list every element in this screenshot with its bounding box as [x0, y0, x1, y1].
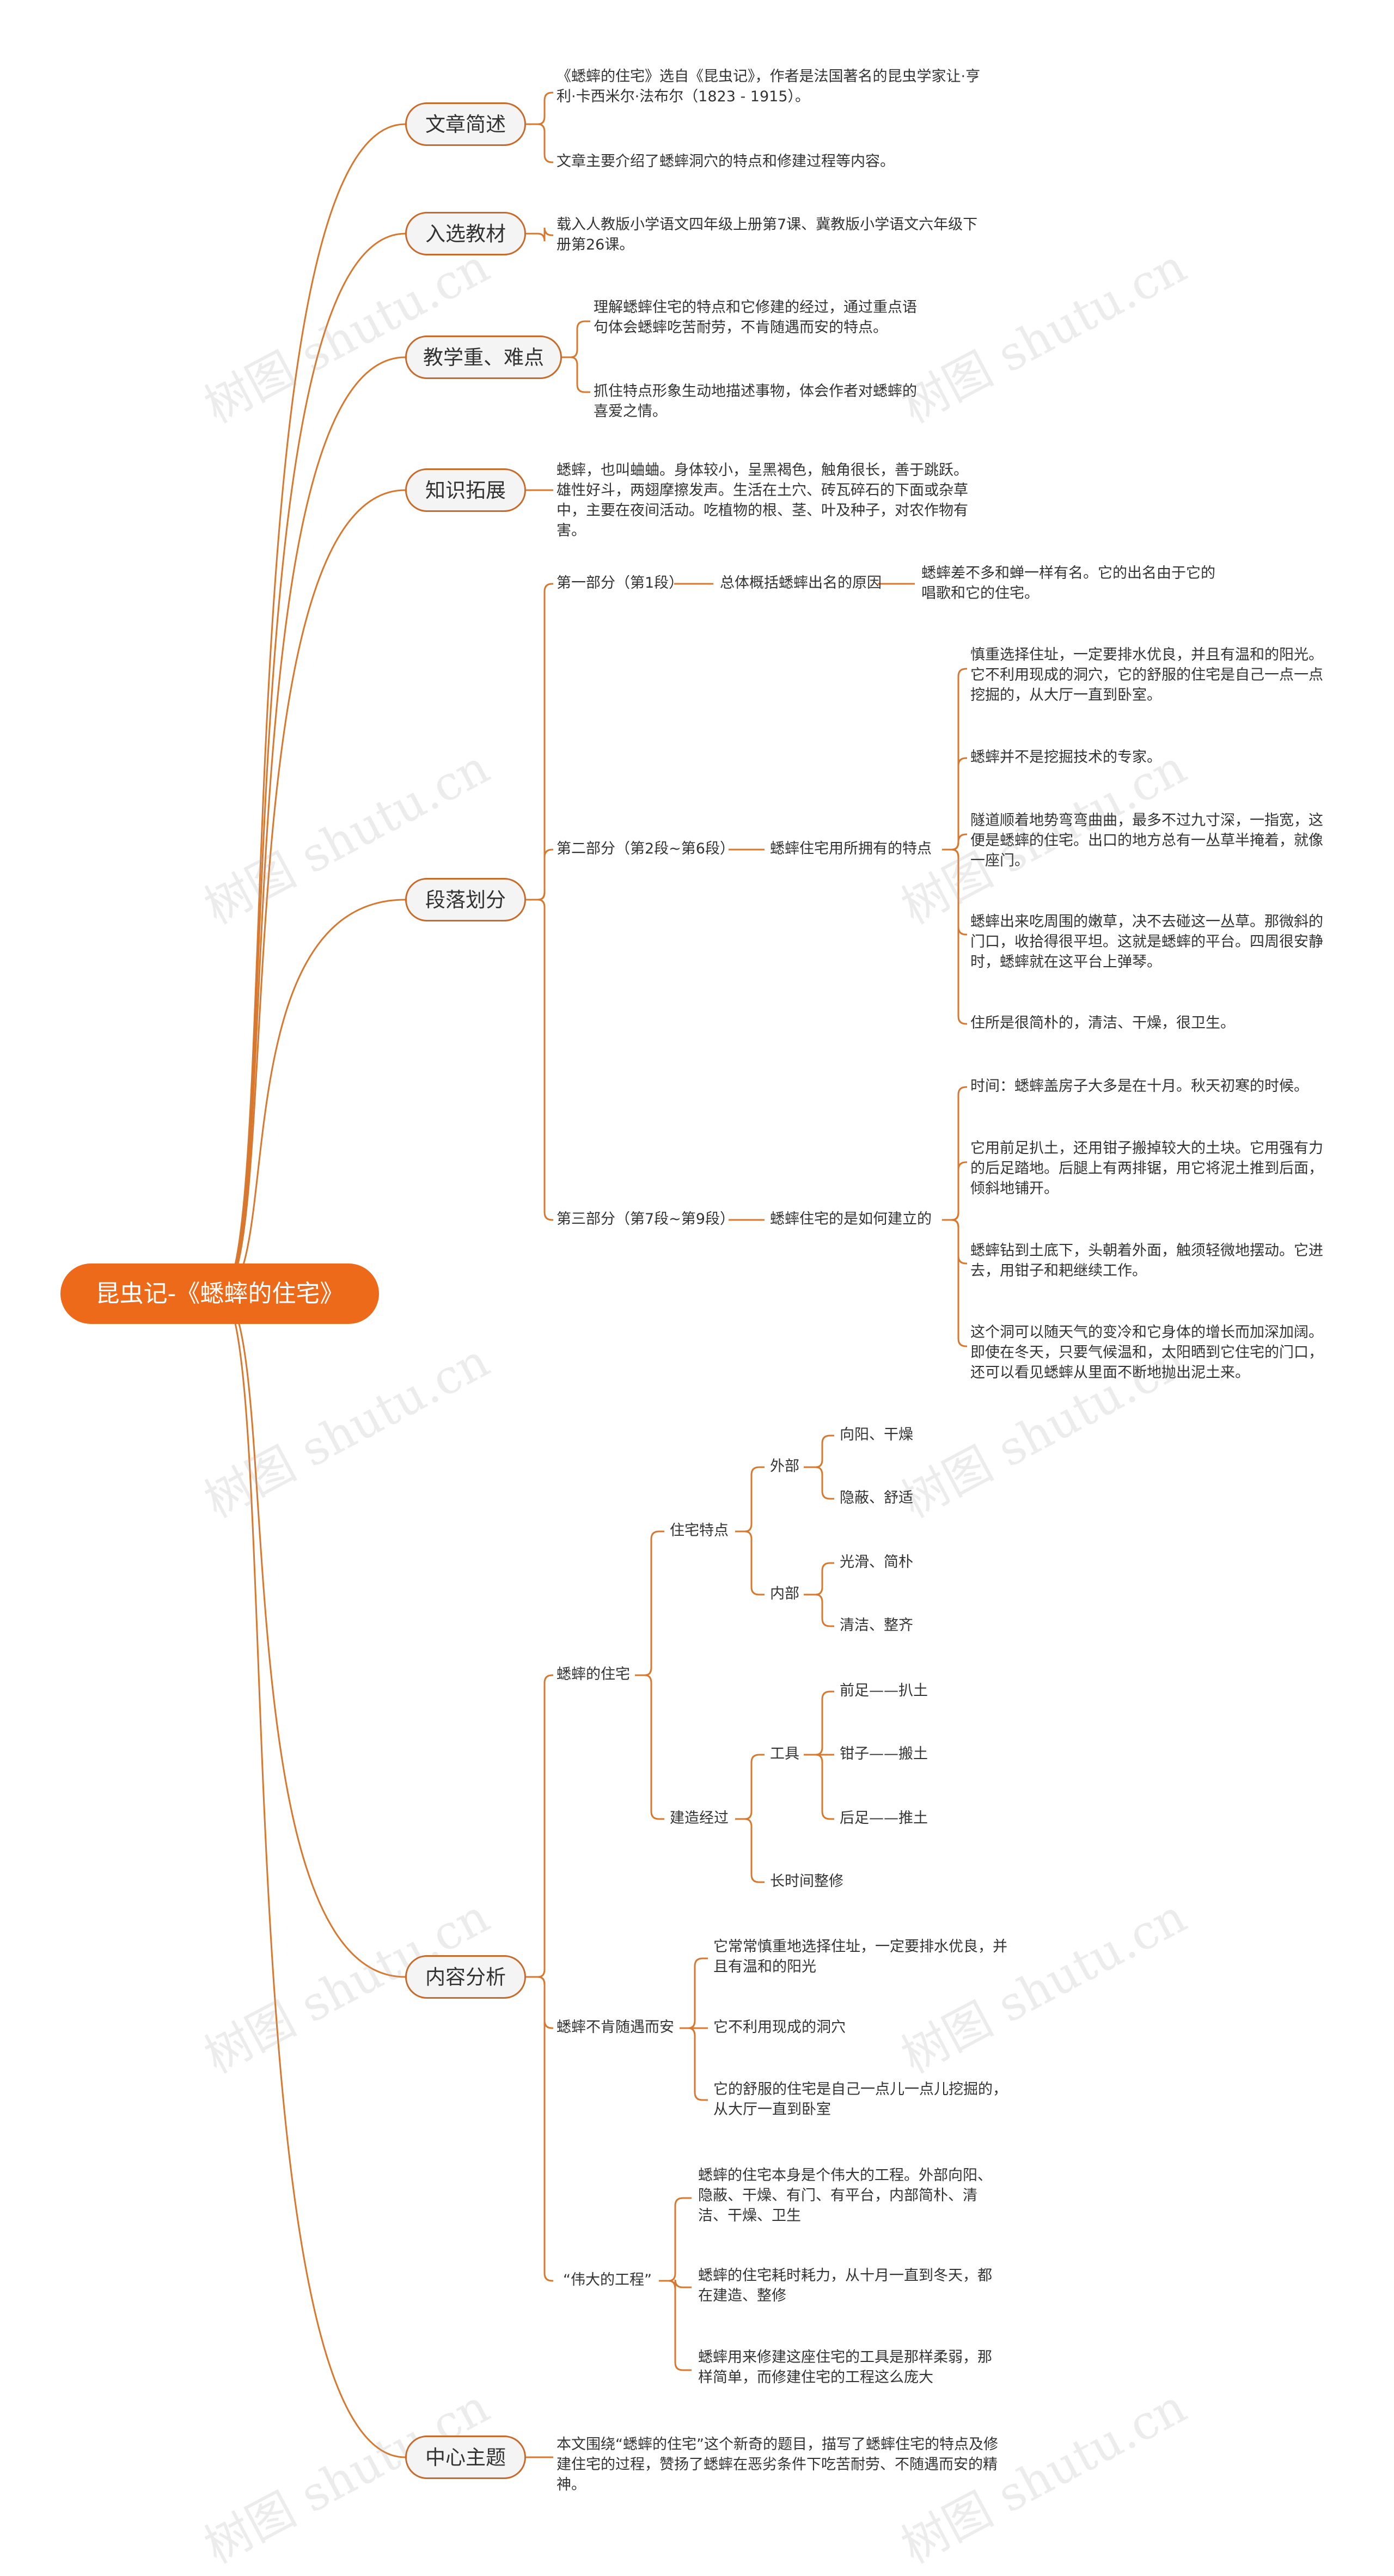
connector-line	[815, 1594, 834, 1627]
connector-line	[951, 1219, 967, 1265]
content-leaf: 前足——扒土	[840, 1682, 928, 1699]
section-part-desc: 总体概括蟋蟀出名的原因	[720, 575, 882, 591]
connector-line	[537, 1674, 553, 1978]
content-leaf: 蟋蟀的住宅耗时耗力，从十月一直到冬天，都在建造、整修	[698, 2267, 992, 2304]
section-part-desc: 蟋蟀住宅用所拥有的特点	[770, 840, 932, 857]
connector-line	[688, 1957, 708, 2029]
connector-line	[744, 1754, 765, 1820]
branch-theme[interactable]: 中心主题	[405, 2435, 526, 2479]
connector-line	[668, 2280, 692, 2371]
branch-summary[interactable]: 文章简述	[405, 102, 526, 146]
connector-line	[951, 849, 967, 1025]
content-leaf: 钳子——搬土	[840, 1745, 928, 1762]
content-notsettle-label: 蟋蟀不肯随遇而安	[557, 2019, 674, 2036]
content-leaf: 蟋蟀用来修建这座住宅的工具是那样柔弱，那样简单，而修建住宅的工程这么庞大	[698, 2349, 992, 2386]
connector-line	[570, 320, 590, 358]
branch-content[interactable]: 内容分析	[405, 1955, 526, 1999]
section-part-label: 第二部分（第2段~第6段）	[557, 840, 735, 857]
section-detail: 它用前足扒土，还用钳子搬掉较大的土块。它用强有力的后足踏地。后腿上有两排锯，用它…	[970, 1140, 1323, 1197]
content-inside-label: 内部	[770, 1585, 799, 1602]
connector-line	[815, 1690, 834, 1756]
section-detail: 隧道顺着地势弯弯曲曲，最多不过九寸深，一指宽，这便是蟋蟀的住宅。出口的地方总有一…	[970, 812, 1323, 869]
branch-focus[interactable]: 教学重、难点	[405, 335, 562, 379]
connector-line	[668, 2197, 692, 2282]
content-outside-label: 外部	[770, 1458, 799, 1475]
connector-line	[744, 1818, 765, 1883]
section-detail: 蟋蟀出来吃周围的嫩草，决不去碰这一丛草。那微斜的门口，收拾得很平坦。这就是蟋蟀的…	[970, 913, 1323, 970]
connector-line	[537, 849, 553, 901]
section-detail: 这个洞可以随天气的变冷和它身体的增长而加深加阔。即使在冬天，只要气候温和，太阳晒…	[970, 1324, 1323, 1381]
summary-item: 《蟋蟀的住宅》选自《昆虫记》，作者是法国著名的昆虫学家让·亨利·卡西米尔·法布尔…	[557, 68, 981, 105]
root-topic[interactable]: 昆虫记-《蟋蟀的住宅》	[60, 1263, 379, 1324]
connector-line	[951, 1219, 967, 1347]
branch-knowledge[interactable]: 知识拓展	[405, 468, 526, 512]
section-detail: 蟋蟀差不多和蝉一样有名。它的出名由于它的唱歌和它的住宅。	[921, 565, 1215, 602]
connector-line	[815, 1434, 834, 1468]
focus-item: 理解蟋蟀住宅的特点和它修建的经过，通过重点语句体会蟋蟀吃苦耐劳，不肯随遇而安的特…	[594, 299, 917, 336]
section-detail: 蟋蟀并不是挖掘技术的专家。	[970, 749, 1161, 766]
connector-line	[537, 91, 553, 125]
section-detail: 时间：蟋蟀盖房子大多是在十月。秋天初寒的时候。	[970, 1078, 1309, 1095]
connector-line	[644, 1530, 664, 1676]
connector-line	[537, 123, 553, 163]
knowledge-item: 蟋蟀，也叫蛐蛐。身体较小，呈黑褐色，触角很长，善于跳跃。雄性好斗，两翅摩擦发声。…	[557, 462, 968, 539]
theme-item: 本文围绕“蟋蟀的住宅”这个新奇的题目，描写了蟋蟀住宅的特点及修建住宅的过程，赞扬…	[557, 2436, 998, 2493]
content-leaf: 向阳、干燥	[840, 1426, 913, 1443]
connector-line	[537, 227, 553, 242]
connector-line	[219, 356, 406, 1295]
content-features-label: 住宅特点	[670, 1522, 729, 1539]
connector-line	[951, 1086, 967, 1221]
content-leaf: 后足——推土	[840, 1810, 928, 1827]
connector-line	[219, 489, 406, 1295]
textbook-item: 载入人教版小学语文四年级上册第7课、冀教版小学语文六年级下册第26课。	[557, 216, 978, 253]
connector-line	[537, 1976, 553, 2029]
connector-line	[537, 899, 553, 1221]
summary-item: 文章主要介绍了蟋蟀洞穴的特点和修建过程等内容。	[557, 153, 895, 170]
connector-line	[951, 668, 967, 851]
section-part-label: 第一部分（第1段）	[557, 575, 684, 591]
content-leaf: 隐蔽、舒适	[840, 1490, 913, 1506]
connector-line	[219, 1293, 406, 1978]
connector-line	[815, 1466, 834, 1500]
section-part-label: 第三部分（第7段~第9段）	[557, 1211, 735, 1228]
connector-line	[219, 899, 406, 1295]
connector-line	[219, 233, 406, 1295]
connector-line	[537, 1976, 553, 2282]
content-leaf: 清洁、整齐	[840, 1617, 913, 1634]
section-detail: 蟋蟀钻到土底下，头朝着外面，触须轻微地摆动。它进去，用钳子和耙继续工作。	[970, 1242, 1323, 1279]
content-leaf: 它不利用现成的洞穴	[713, 2019, 846, 2036]
content-project-label: “伟大的工程”	[563, 2272, 652, 2288]
content-repair: 长时间整修	[770, 1873, 843, 1890]
connector-line	[219, 1293, 406, 2458]
content-leaf: 它的舒服的住宅是自己一点儿一点儿挖掘的，从大厅一直到卧室	[713, 2081, 1007, 2118]
section-detail: 慎重选择住址，一定要排水优良，并且有温和的阳光。它不利用现成的洞穴，它的舒服的住…	[970, 646, 1323, 704]
content-leaf: 蟋蟀的住宅本身是个伟大的工程。外部向阳、隐蔽、干燥、有门、有平台，内部简朴、清洁…	[698, 2167, 992, 2224]
connector-line	[815, 1754, 834, 1820]
connector-line	[744, 1466, 765, 1533]
content-leaf: 它常常慎重地选择住址，一定要排水优良，并且有温和的阳光	[713, 1938, 1007, 1975]
branch-textbook[interactable]: 入选教材	[405, 212, 526, 255]
connector-line	[688, 2027, 708, 2101]
branch-sections[interactable]: 段落划分	[405, 878, 526, 921]
content-building-label: 建造经过	[670, 1810, 729, 1827]
connector-line	[815, 1562, 834, 1596]
connector-line	[951, 1161, 967, 1221]
connector-line	[951, 833, 967, 851]
focus-item: 抓住特点形象生动地描述事物，体会作者对蟋蟀的喜爱之情。	[594, 383, 917, 420]
section-part-desc: 蟋蟀住宅的是如何建立的	[770, 1211, 932, 1228]
connector-line	[644, 1674, 664, 1820]
connector-line	[744, 1530, 765, 1596]
connector-line	[570, 356, 590, 393]
content-house-label: 蟋蟀的住宅	[557, 1666, 630, 1683]
section-detail: 住所是很简朴的，清洁、干燥，很卫生。	[970, 1015, 1235, 1031]
content-leaf: 光滑、简朴	[840, 1554, 913, 1571]
content-tools-label: 工具	[770, 1745, 799, 1762]
